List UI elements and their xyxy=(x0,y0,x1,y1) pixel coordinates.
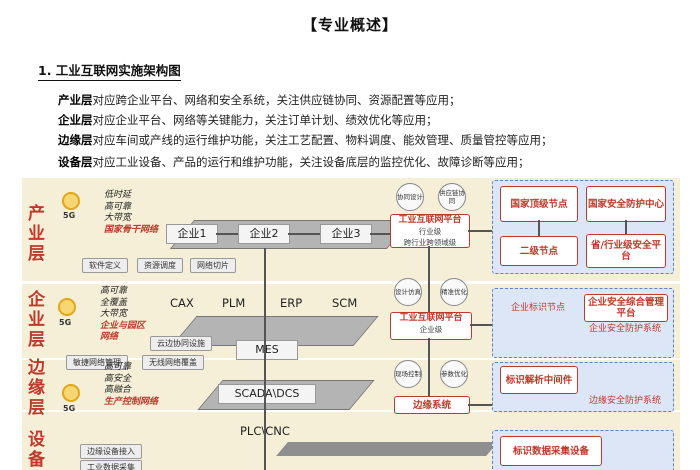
enterprise-description: 企业层对应企业平台、网络等关键能力，关注订单计划、绩效优化等应用； xyxy=(58,113,438,127)
scada-node: SCADA\DCS xyxy=(218,384,316,404)
circle-precise-opt: 精准优化 xyxy=(440,278,468,306)
tag-resource-scheduling: 资源调度 xyxy=(137,258,183,273)
enterprise-node-3: 企业3 xyxy=(320,224,372,244)
enterprise-security-mgmt: 企业安全综合管理平台 xyxy=(584,294,668,322)
national-security-center: 国家安全防护中心 xyxy=(586,186,666,222)
tag-wireless-coverage: 无线网络覆盖 xyxy=(142,355,204,370)
industry-features: 低时延 高可靠 大带宽 国家骨干网络 xyxy=(104,190,159,235)
edge-system: 边缘系统 xyxy=(394,396,470,414)
5g-label: 5G xyxy=(63,211,76,220)
secondary-node: 二级节点 xyxy=(500,236,578,266)
enterprise-features: 高可靠 全覆盖 大带宽 企业与园区 网络 xyxy=(100,286,146,342)
enterprise-node-1: 企业1 xyxy=(166,224,218,244)
national-top-node: 国家顶级节点 xyxy=(500,186,578,222)
tag-agile-network: 敏捷网络管理 xyxy=(66,355,128,370)
circle-collab-design: 协同设计 xyxy=(396,183,424,211)
app-cax: CAX xyxy=(170,296,194,310)
tag-edge-access: 边缘设备接入 xyxy=(80,444,142,459)
edge-layer-label: 边缘层 xyxy=(28,358,47,418)
circle-field-control: 现场控制 xyxy=(394,360,422,388)
industry-layer-label: 产业层 xyxy=(28,204,47,264)
tag-network-slicing: 网络切片 xyxy=(190,258,236,273)
enterprise-platform-box: 工业互联网平台 企业级 xyxy=(390,312,472,340)
enterprise-security-system: 企业安全防护系统 xyxy=(588,324,661,334)
app-plm: PLM xyxy=(222,296,246,310)
tag-software-defined: 软件定义 xyxy=(82,258,128,273)
page-title: 【专业概述】 xyxy=(301,16,398,34)
device-description: 设备层对应工业设备、产品的运行和维护功能，关注设备底层的监控优化、故障诊断等应用… xyxy=(58,155,530,169)
provincial-security-platform: 省/行业级安全平台 xyxy=(586,234,666,268)
industry-platform-box: 工业互联网平台 行业级 跨行业跨领域级 xyxy=(390,214,470,248)
edge-description: 边缘层对应车间或产线的运行维护功能，关注工艺配置、物料调度、能效管理、质量管控等… xyxy=(58,133,553,147)
enterprise-identity-node: 企业标识节点 xyxy=(510,303,565,313)
enterprise-node-2: 企业2 xyxy=(238,224,290,244)
5g-label: 5G xyxy=(59,318,72,327)
industry-description: 产业层对应跨企业平台、网络和安全系统，关注供应链协同、资源配置等应用； xyxy=(58,93,461,107)
5g-label: 5G xyxy=(63,404,76,413)
identity-middleware: 标识解析中间件 xyxy=(500,366,578,394)
identity-data-device: 标识数据采集设备 xyxy=(500,436,602,466)
tag-cloud-edge: 云边协同设施 xyxy=(150,336,212,351)
signal-icon xyxy=(62,192,80,210)
app-scm: SCM xyxy=(332,296,358,310)
signal-icon xyxy=(62,384,80,402)
enterprise-layer-label: 企业层 xyxy=(28,290,47,350)
edge-security-system: 边缘安全防护系统 xyxy=(588,396,661,406)
app-erp: ERP xyxy=(280,296,303,310)
section-heading: 1. 工业互联网实施架构图 xyxy=(38,60,181,81)
mes-node: MES xyxy=(236,340,298,360)
signal-icon xyxy=(58,298,76,316)
device-layer-label: 设备 xyxy=(28,430,47,470)
edge-features: 高可靠 高安全 高融合 生产控制网络 xyxy=(104,362,159,407)
tag-data-collection: 工业数据采集 xyxy=(80,460,142,470)
circle-supply-chain: 供应链协同 xyxy=(438,183,466,211)
circle-design-sim: 设计仿真 xyxy=(394,278,422,306)
circle-param-opt: 参数优化 xyxy=(440,360,468,388)
architecture-diagram: 产业层 企业层 边缘层 设备 5G 5G 5G 低时延 高可靠 大带宽 国家骨干… xyxy=(22,178,680,470)
